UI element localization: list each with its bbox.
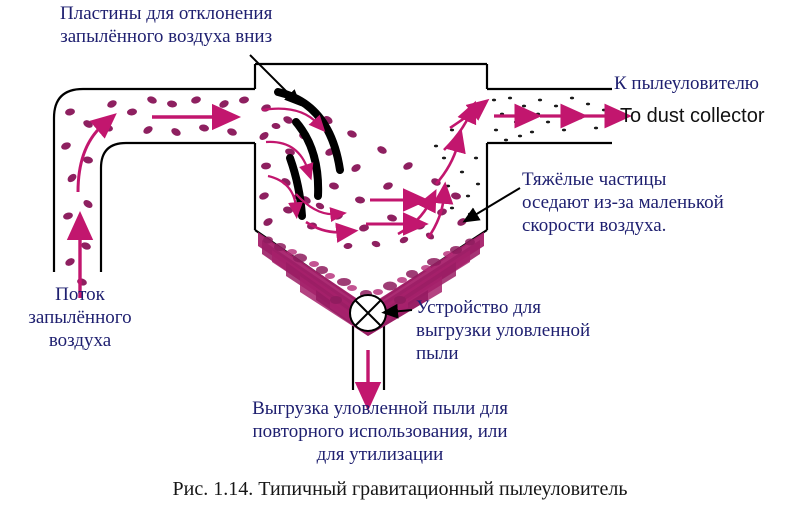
dust-particle bbox=[261, 162, 271, 170]
flow-arrow-icon bbox=[261, 107, 326, 133]
dust-particle-field bbox=[61, 96, 467, 286]
dust-particle bbox=[67, 173, 77, 183]
dust-particle bbox=[283, 116, 293, 124]
dust-particle bbox=[259, 132, 269, 140]
dust-particle bbox=[315, 202, 325, 210]
fine-dust-field bbox=[433, 96, 607, 216]
flow-arrow-icon bbox=[76, 113, 117, 193]
dust-particle bbox=[239, 96, 249, 104]
dust-particle bbox=[63, 212, 73, 220]
dust-particle bbox=[359, 224, 369, 232]
figure-caption: Рис. 1.14. Типичный гравитационный пылеу… bbox=[172, 478, 628, 500]
dust-particle bbox=[285, 148, 295, 156]
dust-particle bbox=[199, 124, 209, 132]
leader-lines bbox=[249, 54, 521, 319]
inlet-duct-inner-wall bbox=[99, 141, 255, 272]
dust-particle bbox=[227, 128, 237, 136]
leader-line-icon bbox=[249, 54, 302, 107]
flow-arrow-icon bbox=[265, 140, 314, 181]
dust-particle bbox=[259, 192, 269, 200]
dust-particle bbox=[107, 100, 117, 108]
dust-particle bbox=[329, 182, 339, 190]
dust-particle bbox=[283, 206, 293, 214]
dust-particle bbox=[399, 236, 409, 244]
dust-particle bbox=[351, 164, 361, 172]
dust-particle bbox=[333, 212, 343, 220]
dust-particle bbox=[127, 108, 137, 116]
dust-particle bbox=[65, 258, 75, 266]
leader-line-icon bbox=[381, 303, 413, 319]
dust-particle bbox=[83, 200, 93, 208]
flow-arrows bbox=[66, 98, 632, 412]
flow-arrow-icon bbox=[305, 220, 359, 243]
flow-arrow-icon bbox=[449, 98, 490, 130]
flow-arrow-icon bbox=[435, 129, 466, 185]
baffle-plate-icon bbox=[292, 118, 323, 200]
dust-particle bbox=[219, 100, 229, 108]
inlet-duct-outer-wall bbox=[52, 87, 255, 272]
leader-line-icon bbox=[462, 187, 521, 223]
dust-particle bbox=[383, 182, 393, 190]
dust-particle bbox=[457, 218, 467, 226]
label-dust-discharge: Выгрузка уловленной пыли для повторного … bbox=[252, 398, 508, 465]
label-to-dust-collector-en: To dust collector bbox=[620, 105, 765, 127]
label-to-dust-collector-ru: К пылеуловителю bbox=[614, 73, 759, 94]
dust-particle bbox=[83, 156, 93, 164]
flow-arrow-icon bbox=[267, 174, 304, 219]
dust-particle bbox=[147, 96, 157, 104]
dust-particle bbox=[451, 192, 461, 200]
dust-particle bbox=[65, 108, 75, 116]
dust-particle bbox=[415, 222, 425, 230]
label-deflector-plates: Пластины для отклонения запылённого возд… bbox=[60, 3, 273, 47]
dust-particle bbox=[143, 126, 153, 134]
dust-particle bbox=[171, 128, 181, 136]
dust-particle bbox=[271, 122, 281, 130]
flow-arrow-icon bbox=[295, 193, 347, 223]
dust-particle bbox=[61, 142, 71, 150]
label-dusty-air-inflow: Поток запылённого воздуха bbox=[28, 284, 132, 351]
dust-particle bbox=[355, 196, 365, 204]
rotary-valve-icon bbox=[349, 294, 387, 332]
flow-arrow-icon bbox=[426, 181, 454, 239]
dust-particle bbox=[83, 120, 93, 128]
dust-particle bbox=[191, 96, 201, 104]
label-heavy-particles: Тяжёлые частицы оседают из-за маленькой … bbox=[522, 169, 724, 236]
dust-particle bbox=[371, 240, 381, 248]
dust-particle bbox=[377, 146, 387, 154]
flow-arrow-icon bbox=[397, 188, 437, 236]
label-discharge-device: Устройство для выгрузки уловленной пыли bbox=[416, 297, 591, 364]
dust-particle bbox=[263, 218, 273, 226]
dust-particle bbox=[81, 242, 91, 250]
dust-particle bbox=[403, 162, 413, 170]
dust-particle bbox=[387, 214, 397, 222]
dust-particle bbox=[347, 130, 357, 138]
dust-particle bbox=[167, 100, 177, 108]
dust-particle bbox=[343, 242, 353, 250]
